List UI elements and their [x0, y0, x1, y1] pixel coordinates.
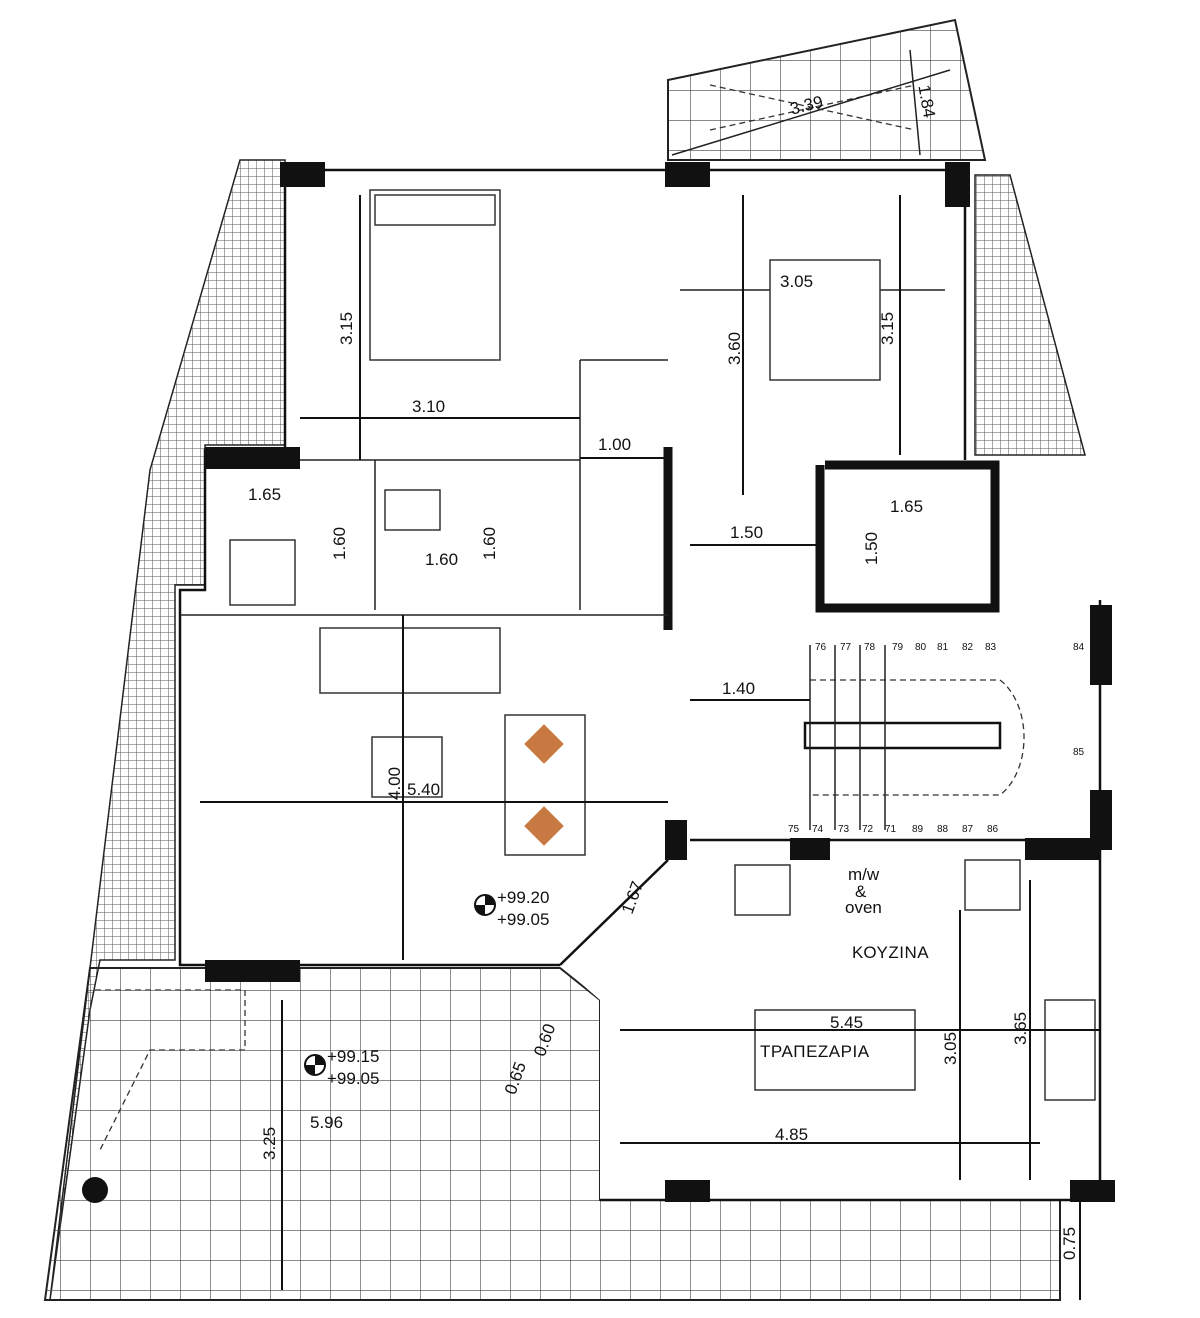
svg-text:+99.05: +99.05: [497, 910, 549, 929]
svg-text:1.50: 1.50: [862, 532, 881, 565]
svg-text:71: 71: [885, 824, 897, 835]
svg-text:1.60: 1.60: [330, 527, 349, 560]
svg-text:3.65: 3.65: [1011, 1012, 1030, 1045]
dimension-labels: 3.39 1.84 3.15 3.10 3.60 3.05 3.15 1.00 …: [248, 83, 1079, 1260]
svg-text:3.10: 3.10: [412, 397, 445, 416]
room-labels: ΚΟΥΖΙΝΑ ΤΡΑΠΕΖΑΡΙΑ m/w & oven: [760, 865, 929, 1061]
level-marker-living: +99.20 +99.05: [474, 888, 549, 929]
svg-text:82: 82: [962, 642, 974, 653]
svg-text:4.00: 4.00: [385, 767, 404, 800]
svg-text:87: 87: [962, 824, 974, 835]
toilet: [384, 489, 441, 531]
svg-text:m/w: m/w: [848, 865, 880, 884]
svg-text:84: 84: [1073, 642, 1085, 653]
svg-text:83: 83: [985, 642, 997, 653]
svg-text:+99.15: +99.15: [327, 1047, 379, 1066]
cooktop: [964, 859, 1021, 911]
svg-text:3.25: 3.25: [260, 1127, 279, 1160]
sink: [1044, 999, 1096, 1101]
level-marker-terrace: +99.15 +99.05: [304, 1047, 379, 1088]
shower: [229, 539, 296, 606]
walls: [178, 162, 1115, 1202]
bed-2: [769, 259, 881, 381]
svg-text:76: 76: [815, 642, 827, 653]
svg-text:4.85: 4.85: [775, 1125, 808, 1144]
svg-text:73: 73: [838, 824, 850, 835]
svg-text:1.60: 1.60: [480, 527, 499, 560]
stair-numbers-bottom: 75 74 73 72 71 89 88 87 86: [788, 824, 999, 835]
kitchen-label: ΚΟΥΖΙΝΑ: [852, 943, 929, 962]
svg-text:3.05: 3.05: [780, 272, 813, 291]
svg-text:3.15: 3.15: [337, 312, 356, 345]
svg-text:0.75: 0.75: [1060, 1227, 1079, 1260]
dining-table: [754, 1009, 916, 1091]
svg-text:1.50: 1.50: [730, 523, 763, 542]
svg-text:3.60: 3.60: [725, 332, 744, 365]
svg-text:1.00: 1.00: [598, 435, 631, 454]
svg-text:75: 75: [788, 824, 800, 835]
svg-text:77: 77: [840, 642, 852, 653]
svg-text:1.65: 1.65: [890, 497, 923, 516]
furniture: [229, 189, 1096, 1101]
svg-text:85: 85: [1073, 747, 1085, 758]
svg-text:89: 89: [912, 824, 924, 835]
svg-text:3.15: 3.15: [878, 312, 897, 345]
svg-text:&: &: [855, 882, 867, 901]
coffee-table: [371, 736, 443, 798]
svg-text:+99.05: +99.05: [327, 1069, 379, 1088]
svg-text:86: 86: [987, 824, 999, 835]
svg-text:1.60: 1.60: [425, 550, 458, 569]
drain-icon: [82, 1177, 108, 1203]
svg-text:74: 74: [812, 824, 824, 835]
balcony-top-right: [667, 18, 1086, 456]
svg-text:88: 88: [937, 824, 949, 835]
svg-text:oven: oven: [845, 898, 882, 917]
svg-text:81: 81: [937, 642, 949, 653]
svg-text:+99.20: +99.20: [497, 888, 549, 907]
svg-text:1.40: 1.40: [722, 679, 755, 698]
svg-text:79: 79: [892, 642, 904, 653]
staircase: [803, 645, 1025, 830]
svg-text:72: 72: [862, 824, 874, 835]
sofa: [319, 627, 501, 694]
svg-text:3.05: 3.05: [941, 1032, 960, 1065]
svg-text:5.40: 5.40: [407, 780, 440, 799]
dining-label: ΤΡΑΠΕΖΑΡΙΑ: [760, 1042, 870, 1061]
dimension-lines: [200, 195, 1100, 1300]
svg-text:78: 78: [864, 642, 876, 653]
svg-text:5.96: 5.96: [310, 1113, 343, 1132]
svg-text:1.65: 1.65: [248, 485, 281, 504]
svg-text:80: 80: [915, 642, 927, 653]
svg-text:5.45: 5.45: [830, 1013, 863, 1032]
stair-numbers-top: 76 77 78 79 80 81 82 83 84 85: [815, 642, 1085, 758]
